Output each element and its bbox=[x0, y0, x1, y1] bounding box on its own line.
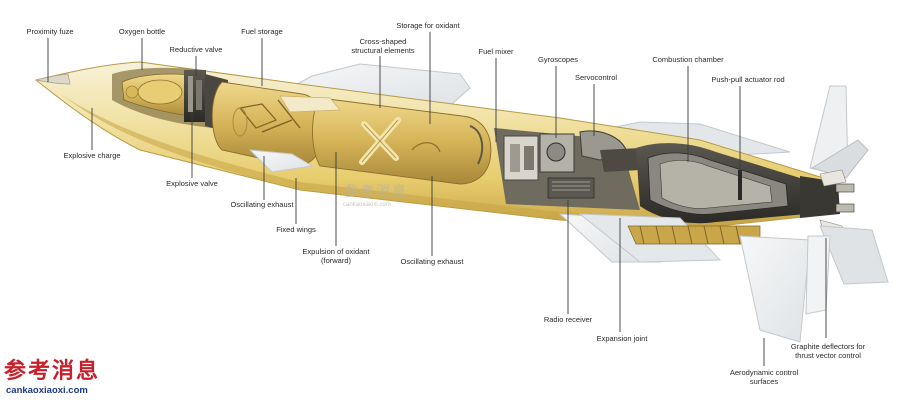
center-watermark-glyph-3: 消 bbox=[376, 183, 390, 200]
label-expansion-joint: Expansion joint bbox=[597, 334, 649, 343]
oxidant-storage-tank bbox=[312, 97, 492, 185]
label-fixed-wings: Fixed wings bbox=[276, 225, 316, 234]
wing-root-fairing bbox=[279, 95, 341, 113]
label-oscillating-exhaust-1: Oscillating exhaust bbox=[231, 200, 295, 209]
label-oscillating-exhaust-2: Oscillating exhaust bbox=[401, 257, 465, 266]
rear-lower-fins bbox=[739, 225, 889, 343]
label-cross-shaped-line2: structural elements bbox=[351, 46, 415, 55]
label-explosive-valve: Explosive valve bbox=[166, 179, 218, 188]
label-cross-shaped-line1: Cross-shaped bbox=[360, 37, 407, 46]
label-expulsion-line2: (forward) bbox=[321, 256, 352, 265]
label-expulsion-line1: Expulsion of oxidant bbox=[302, 247, 370, 256]
push-pull-rod-shape bbox=[738, 170, 742, 200]
label-storage-for-oxidant: Storage for oxidant bbox=[396, 21, 460, 30]
label-aero-line1: Aerodynamic control bbox=[730, 368, 799, 377]
corner-logo-glyph-2: 考 bbox=[28, 359, 50, 384]
corner-logo-site: cankaoxiaoxi.com bbox=[6, 385, 88, 396]
center-watermark-glyph-1: 参 bbox=[344, 183, 359, 200]
label-explosive-charge: Explosive charge bbox=[63, 151, 120, 160]
label-aero-line2: surfaces bbox=[750, 377, 779, 386]
label-fuel-mixer: Fuel mixer bbox=[478, 47, 514, 56]
leader-lines bbox=[47, 32, 827, 366]
radio-receiver-shape bbox=[547, 177, 595, 199]
combustion-chamber-section bbox=[636, 143, 855, 239]
label-reductive-valve: Reductive valve bbox=[170, 45, 223, 54]
label-graphite-line2: thrust vector control bbox=[795, 351, 861, 360]
center-watermark: 参 考 消 息 cankaoxiaoxi.com bbox=[343, 183, 406, 208]
corner-logo: 参 考 消 息 cankaoxiaoxi.com bbox=[4, 358, 98, 396]
reductive-valve-shape bbox=[184, 70, 206, 122]
center-watermark-glyph-4: 息 bbox=[392, 183, 406, 200]
label-graphite-line1: Graphite deflectors for bbox=[791, 342, 866, 351]
label-radio-receiver: Radio receiver bbox=[544, 315, 593, 324]
corner-logo-glyph-3: 消 bbox=[52, 359, 74, 384]
center-watermark-glyph-2: 考 bbox=[360, 183, 374, 200]
label-servocontrol: Servocontrol bbox=[575, 73, 617, 82]
labels: Proximity fuze Oxygen bottle Reductive v… bbox=[26, 21, 865, 386]
corner-logo-glyph-1: 参 bbox=[4, 358, 26, 384]
nose-cone bbox=[35, 73, 71, 85]
label-proximity-fuze: Proximity fuze bbox=[26, 27, 73, 36]
oxygen-bottle-shape bbox=[137, 79, 183, 105]
lower-exhaust-ribs bbox=[627, 225, 761, 245]
corner-logo-glyph-4: 息 bbox=[76, 358, 98, 384]
chamber-body bbox=[659, 160, 773, 209]
label-push-pull-rod: Push-pull actuator rod bbox=[711, 75, 784, 84]
label-combustion-chamber: Combustion chamber bbox=[652, 55, 724, 64]
rear-upper-fin bbox=[809, 85, 869, 179]
guidance-section bbox=[494, 128, 640, 210]
center-watermark-site: cankaoxiaoxi.com bbox=[343, 202, 391, 208]
label-gyroscopes: Gyroscopes bbox=[538, 55, 578, 64]
label-oxygen-bottle: Oxygen bottle bbox=[119, 27, 165, 36]
label-fuel-storage: Fuel storage bbox=[241, 27, 283, 36]
